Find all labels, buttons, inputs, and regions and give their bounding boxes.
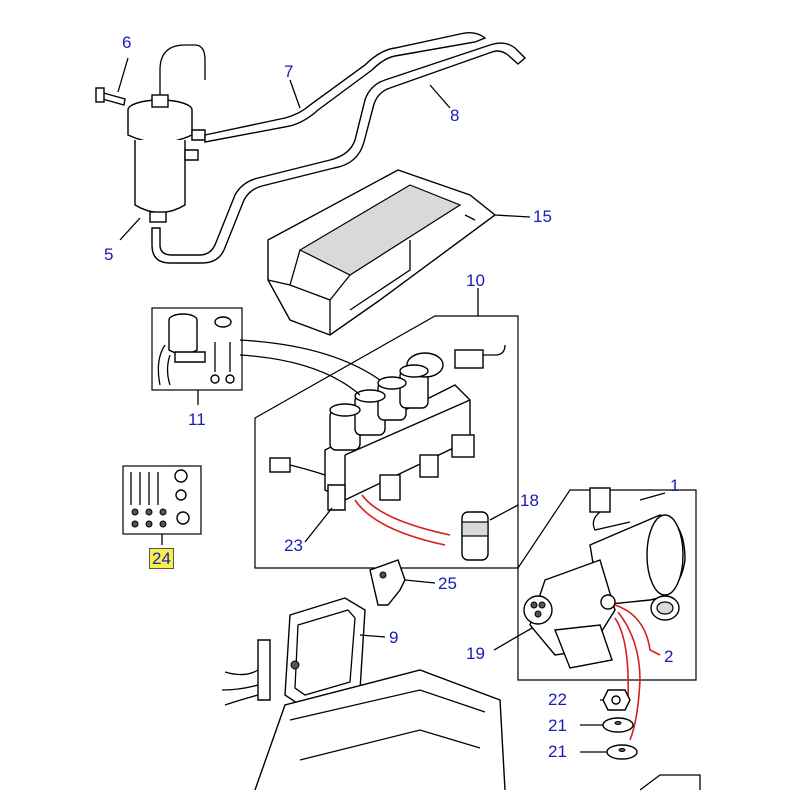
valve-block-frame [254, 315, 519, 569]
washer-upper [602, 717, 634, 733]
callout-11: 11 [188, 410, 206, 429]
callout-7: 7 [284, 62, 294, 81]
callout-5: 5 [104, 245, 114, 264]
fixing-kit [130, 469, 190, 528]
compressor-assembly [523, 487, 686, 669]
compressor-frame [517, 489, 697, 681]
electronic-control-unit [221, 597, 366, 706]
battery-tray [254, 669, 701, 791]
leader-11-to-valve [239, 339, 381, 381]
leader-11b-to-valve [239, 354, 361, 396]
air-dryer-canister [95, 44, 206, 223]
nut [602, 689, 631, 711]
air-pipe-7 [204, 31, 487, 143]
callout-6: 6 [122, 33, 132, 52]
solenoid-kit-frame [151, 307, 243, 391]
callout-9: 9 [389, 628, 399, 647]
callout-1: 1 [670, 476, 680, 495]
callout-23: 23 [284, 536, 303, 555]
air-pipe-8 [151, 42, 527, 264]
callout-15: 15 [533, 207, 552, 226]
solenoid-kit [157, 313, 235, 386]
callout-2: 2 [664, 647, 674, 666]
callout-22: 22 [548, 690, 567, 709]
seal-ring [650, 595, 680, 621]
callout-24: 24 [149, 548, 174, 569]
mounting-bracket [369, 559, 406, 606]
valve-block-cover [267, 169, 497, 336]
callout-25: 25 [438, 574, 457, 593]
washer-lower [606, 744, 638, 760]
callout-18: 18 [520, 491, 539, 510]
pipe-leader-red-2 [614, 604, 661, 741]
callout-10: 10 [466, 271, 485, 290]
callout-21-lower: 21 [548, 742, 567, 761]
callout-8: 8 [450, 106, 460, 125]
valve-block [269, 344, 506, 511]
callout-21-upper: 21 [548, 716, 567, 735]
filter-cartridge [461, 511, 489, 561]
pipe-leader-red-18 [354, 494, 451, 546]
leader-lines [117, 57, 666, 753]
callout-19: 19 [466, 644, 485, 663]
